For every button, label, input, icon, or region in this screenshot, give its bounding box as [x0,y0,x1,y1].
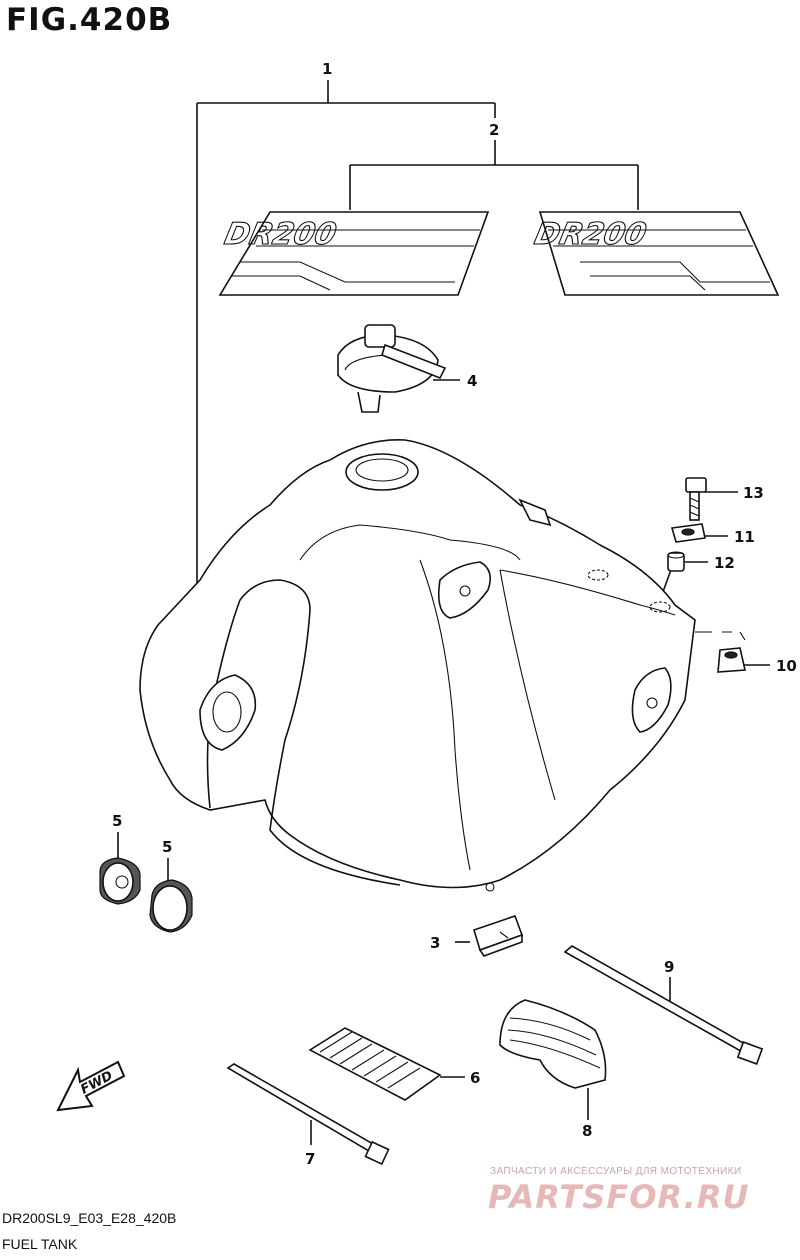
watermark-tagline: ЗАПЧАСТИ И АКСЕССУАРЫ ДЛЯ МОТОТЕХНИКИ [490,1166,742,1177]
callout-1: 1 [322,60,332,78]
callout-numbers: 1 2 3 4 5 5 6 7 8 9 10 11 12 13 [112,60,797,1168]
decal-left-text: DR200 [221,217,339,252]
callout-8: 8 [582,1122,592,1140]
callout-12: 12 [714,554,735,572]
callout-5-b: 5 [162,838,172,856]
callout-6: 6 [470,1069,480,1087]
cap-left [99,857,141,905]
callout-11: 11 [734,528,755,546]
callout-3: 3 [430,934,440,952]
cushion-small [473,914,524,957]
watermark-brand: PARTSFOR.RU [488,1178,750,1216]
cushion-strip [308,1027,442,1101]
bolt [685,477,707,521]
decal-right-text: DR200 [531,217,649,252]
cushion-curved [499,999,607,1089]
nut [670,523,706,543]
leader-lines [117,80,770,1145]
figure-title: FIG.420B [6,2,173,38]
figure-name: FUEL TANK [2,1236,78,1252]
callout-9: 9 [664,958,674,976]
callout-4: 4 [467,372,477,390]
fwd-arrow-icon: FWD [56,1060,126,1112]
callout-2: 2 [489,121,499,139]
figure-code: DR200SL9_E03_E28_420B [2,1210,177,1226]
callout-13: 13 [743,484,764,502]
callout-5-a: 5 [112,812,122,830]
fuel-tank [139,439,696,892]
collar [667,551,685,572]
callout-10: 10 [776,657,797,675]
decal-right: DR200 [531,211,780,296]
cushion [717,647,746,673]
decal-left: DR200 [218,211,490,296]
fuel-cap [337,324,447,413]
cable-tie-left [226,1063,390,1166]
callout-7: 7 [305,1150,315,1168]
cable-tie-right [563,945,764,1065]
cap-right [149,879,193,933]
